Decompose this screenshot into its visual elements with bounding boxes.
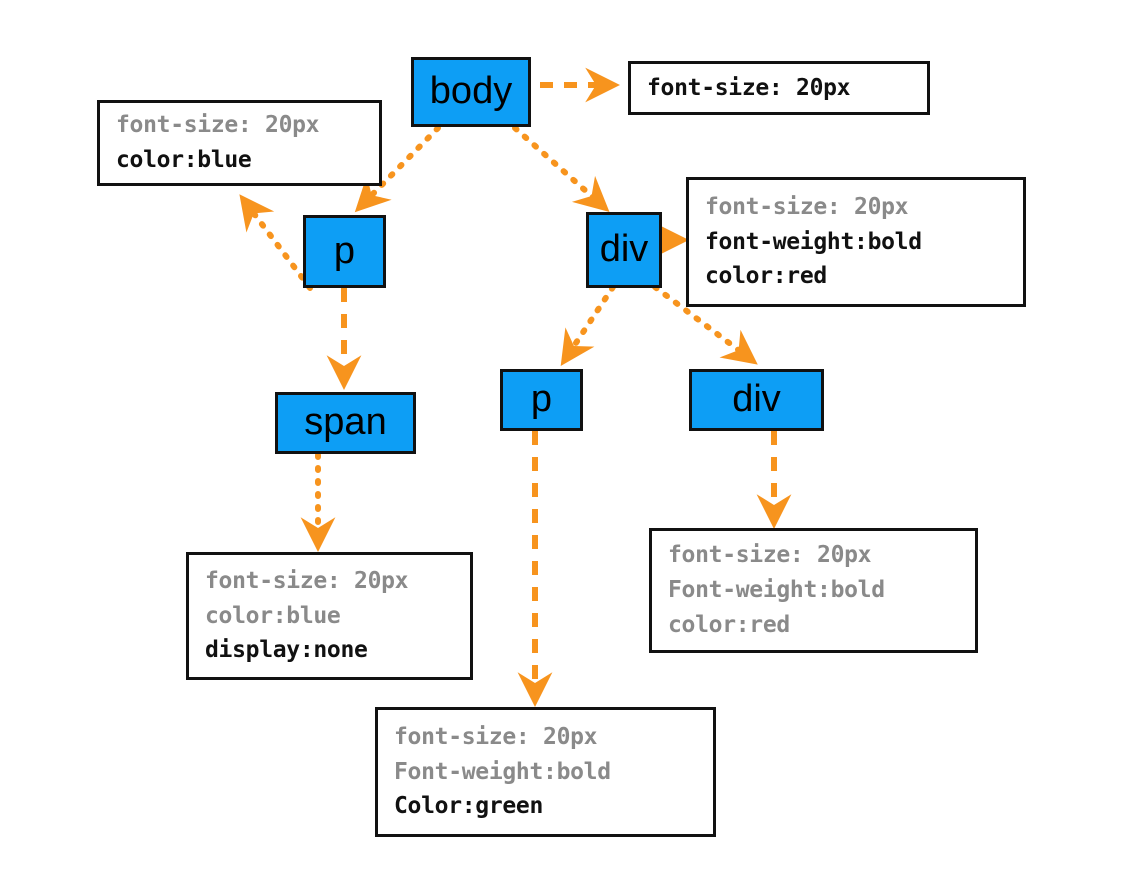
style-line: font-size: 20px: [668, 542, 872, 569]
edge-div-right-to-p-bottom: [560, 284, 616, 367]
style-line: Font-weight:bold: [394, 758, 611, 785]
style-line: color:red: [705, 263, 827, 290]
annotation-div-right-styles: font-size: 20px font-weight:bold color:r…: [686, 177, 1026, 307]
node-p-bottom[interactable]: p: [500, 369, 583, 431]
node-p-left-label: p: [333, 229, 356, 272]
node-div-bottom-label: div: [732, 378, 781, 420]
style-line: color:red: [668, 611, 790, 638]
style-line: font-size: 20px: [205, 567, 409, 594]
node-span[interactable]: span: [275, 392, 416, 454]
annotation-span-styles: font-size: 20px color:blue display:none: [186, 552, 473, 680]
node-div-right-label: div: [599, 228, 649, 270]
node-body-label: body: [429, 70, 513, 112]
node-p-left[interactable]: p: [303, 215, 386, 288]
style-line: font-size: 20px: [116, 112, 320, 139]
style-line: color:blue: [205, 602, 341, 629]
style-line: font-weight:bold: [705, 228, 922, 255]
node-body[interactable]: body: [411, 57, 531, 127]
annotation-body-styles: font-size: 20px: [628, 61, 930, 115]
edge-p-left-to-p-left-styles: [239, 194, 313, 291]
style-line: Font-weight:bold: [668, 577, 885, 604]
node-p-bottom-label: p: [530, 378, 553, 420]
style-line: display:none: [205, 637, 368, 664]
node-div-bottom[interactable]: div: [689, 369, 824, 431]
style-line: font-size: 20px: [705, 193, 909, 220]
annotation-p-left-styles: font-size: 20px color:blue: [97, 100, 382, 186]
edge-body-to-div-right: [512, 125, 610, 212]
node-div-right[interactable]: div: [586, 212, 662, 288]
style-line: Color:green: [394, 793, 544, 820]
style-line: font-size: 20px: [647, 74, 851, 101]
annotation-div-bottom-styles: font-size: 20px Font-weight:bold color:r…: [649, 528, 978, 653]
node-span-label: span: [304, 401, 387, 443]
style-line: font-size: 20px: [394, 723, 598, 750]
style-line: color:blue: [116, 147, 252, 173]
annotation-p-bottom-styles: font-size: 20px Font-weight:bold Color:g…: [375, 707, 716, 837]
